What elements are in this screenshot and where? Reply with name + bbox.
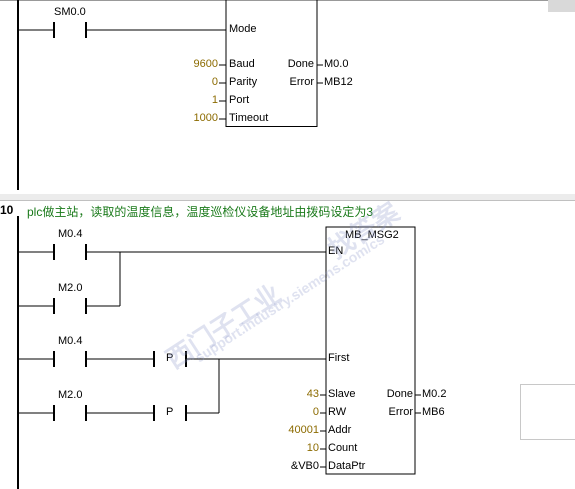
- top-right-column: [548, 0, 575, 12]
- timeout-value[interactable]: 1000: [193, 112, 218, 124]
- pin-first: First: [328, 352, 350, 364]
- addr-value[interactable]: 40001: [288, 424, 319, 436]
- pin-error: Error: [388, 406, 413, 418]
- contact-m04-b-label: M0.4: [58, 335, 83, 347]
- contact-m20-a-label: M2.0: [58, 282, 83, 294]
- pin-error-top: Error: [289, 76, 314, 88]
- pin-dataptr: DataPtr: [328, 460, 366, 472]
- pin-slave: Slave: [328, 388, 356, 400]
- baud-value[interactable]: 9600: [193, 58, 218, 70]
- contact-m04-a-label: M0.4: [58, 228, 83, 240]
- count-value[interactable]: 10: [306, 442, 319, 454]
- dataptr-value[interactable]: &VB0: [290, 460, 319, 472]
- pin-count: Count: [328, 442, 358, 454]
- pin-addr: Addr: [328, 424, 352, 436]
- done-value-top[interactable]: M0.0: [324, 58, 349, 70]
- parity-value[interactable]: 0: [211, 76, 218, 88]
- network-comment[interactable]: plc做主站，读取的温度信息，温度巡检仪设备地址由拨码设定为3: [27, 205, 374, 219]
- p-contact-1-label: P: [166, 352, 174, 364]
- pin-done-top: Done: [287, 58, 314, 70]
- done-value[interactable]: M0.2: [422, 388, 447, 400]
- contact-sm00-label: SM0.0: [54, 6, 86, 18]
- error-value-top[interactable]: MB12: [324, 76, 353, 88]
- port-value[interactable]: 1: [211, 94, 218, 106]
- contact-m20-b-label: M2.0: [58, 389, 83, 401]
- pin-rw: RW: [328, 406, 347, 418]
- pin-port: Port: [229, 94, 250, 106]
- slave-value[interactable]: 43: [306, 388, 319, 400]
- pin-timeout: Timeout: [229, 112, 269, 124]
- pin-parity: Parity: [229, 76, 258, 88]
- network-separator: [0, 194, 575, 200]
- pin-done: Done: [386, 388, 413, 400]
- network-number: 10: [0, 203, 14, 217]
- mb-msg2-block: [325, 226, 416, 475]
- rw-value[interactable]: 0: [312, 406, 319, 418]
- p-contact-2-label: P: [166, 406, 174, 418]
- empty-right-box: [520, 384, 575, 440]
- pin-mode: Mode: [229, 23, 257, 35]
- pin-baud: Baud: [229, 58, 255, 70]
- error-value[interactable]: MB6: [422, 406, 445, 418]
- block-title: MB_MSG2: [345, 229, 399, 241]
- pin-en: EN: [328, 245, 344, 257]
